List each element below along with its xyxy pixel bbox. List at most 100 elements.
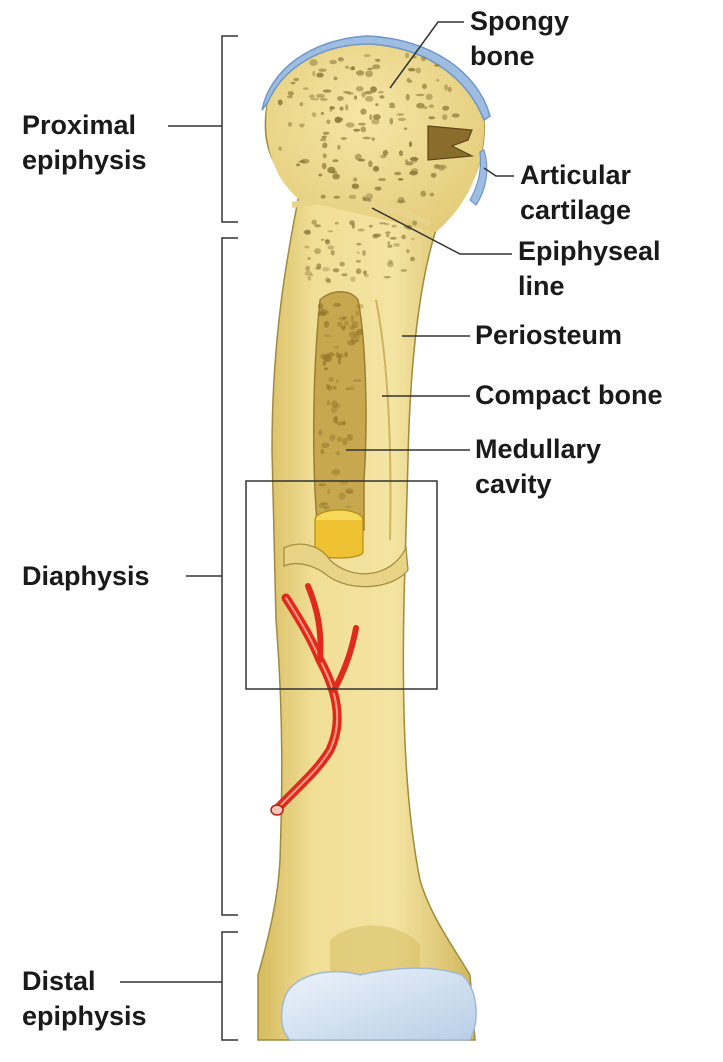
spongy-pore <box>358 229 365 232</box>
spongy-pore <box>291 82 296 85</box>
cavity-texture-dot <box>326 384 329 390</box>
spongy-pore <box>408 68 415 72</box>
spongy-pore <box>354 95 357 99</box>
spongy-pore <box>452 113 460 117</box>
spongy-pore <box>438 165 444 171</box>
spongy-pore <box>366 193 373 199</box>
spongy-pore <box>393 243 400 247</box>
label-spongy-bone: Spongy bone <box>470 4 569 74</box>
spongy-pore <box>310 98 319 100</box>
spongy-pore <box>389 105 396 108</box>
cavity-texture-dot <box>331 400 337 407</box>
label-periosteum: Periosteum <box>475 318 622 353</box>
spongy-pore <box>316 94 325 98</box>
spongy-pore <box>375 187 382 191</box>
spongy-pore <box>411 238 414 241</box>
spongy-pore <box>322 136 327 139</box>
spongy-pore <box>314 224 321 227</box>
spongy-pore <box>398 197 405 203</box>
spongy-pore <box>405 53 409 58</box>
spongy-pore <box>410 257 415 262</box>
spongy-pore <box>360 108 366 114</box>
spongy-pore <box>442 114 447 120</box>
spongy-pore <box>423 106 428 109</box>
spongy-pore <box>318 174 322 177</box>
spongy-pore <box>420 191 426 197</box>
spongy-pore <box>349 220 355 225</box>
cavity-texture-dot <box>344 321 349 327</box>
spongy-pore <box>430 193 434 197</box>
spongy-pore <box>308 257 311 260</box>
cavity-texture-dot <box>327 352 335 356</box>
cavity-texture-dot <box>356 310 359 316</box>
spongy-pore <box>434 64 440 67</box>
spongy-pore <box>334 196 341 199</box>
spongy-pore <box>373 114 381 120</box>
spongy-pore <box>327 167 335 174</box>
label-line: Spongy <box>470 4 569 39</box>
spongy-pore <box>278 147 282 151</box>
cavity-texture-dot <box>328 377 334 382</box>
left-brackets <box>120 36 238 1040</box>
spongy-pore <box>380 155 386 158</box>
spongy-pore <box>406 249 409 253</box>
spongy-pore <box>305 266 310 271</box>
spongy-pore <box>300 102 304 106</box>
spongy-pore <box>364 54 371 57</box>
spongy-pore <box>429 116 435 119</box>
spongy-pore <box>334 77 338 81</box>
spongy-pore <box>353 178 357 182</box>
cavity-texture-dot <box>318 430 322 436</box>
spongy-pore <box>293 78 299 82</box>
artery-cut-end <box>271 805 283 815</box>
spongy-pore <box>346 122 355 127</box>
cavity-texture-dot <box>344 352 348 358</box>
cavity-texture-dot <box>327 489 330 494</box>
label-medullary-cavity: Medullary cavity <box>475 432 601 502</box>
cavity-texture-dot <box>320 449 324 455</box>
cavity-texture-dot <box>323 505 329 509</box>
spongy-pore <box>374 234 382 238</box>
cavity-texture-dot <box>345 488 353 493</box>
spongy-pore <box>312 71 315 77</box>
label-line: bone <box>470 39 569 74</box>
cavity-texture-dot <box>349 331 358 338</box>
spongy-pore <box>372 64 380 69</box>
spongy-pore <box>278 99 283 105</box>
spongy-pore <box>316 73 323 78</box>
cavity-texture-dot <box>333 386 337 390</box>
spongy-pore <box>448 87 452 92</box>
spongy-pore <box>303 87 309 90</box>
label-line: epiphysis <box>22 999 147 1034</box>
spongy-pore <box>365 91 373 95</box>
spongy-pore <box>378 178 386 181</box>
spongy-pore <box>405 161 413 165</box>
spongy-pore <box>356 268 361 274</box>
spongy-pore <box>345 104 348 110</box>
spongy-pore <box>332 174 340 180</box>
spongy-pore <box>339 107 343 111</box>
spongy-pore <box>288 91 294 96</box>
spongy-pore <box>363 137 371 140</box>
spongy-pore <box>299 160 306 163</box>
spongy-pore <box>323 153 327 158</box>
spongy-pore <box>330 106 335 109</box>
cavity-texture-dot <box>318 483 327 486</box>
label-line: cartilage <box>520 193 631 228</box>
spongy-pore <box>375 59 380 62</box>
spongy-pore <box>388 260 393 264</box>
cavity-texture-dot <box>343 438 348 445</box>
label-line: line <box>518 269 661 304</box>
spongy-pore <box>384 276 391 278</box>
cavity-texture-dot <box>318 303 324 309</box>
spongy-pore <box>338 57 344 61</box>
spongy-pore <box>429 105 434 108</box>
spongy-pore <box>333 268 340 272</box>
label-diaphysis: Diaphysis <box>22 559 150 594</box>
spongy-pore <box>416 94 425 96</box>
spongy-pore <box>369 225 373 228</box>
spongy-pore <box>411 168 418 173</box>
spongy-pore <box>358 159 366 162</box>
spongy-pore <box>396 113 404 116</box>
spongy-pore <box>287 96 293 99</box>
